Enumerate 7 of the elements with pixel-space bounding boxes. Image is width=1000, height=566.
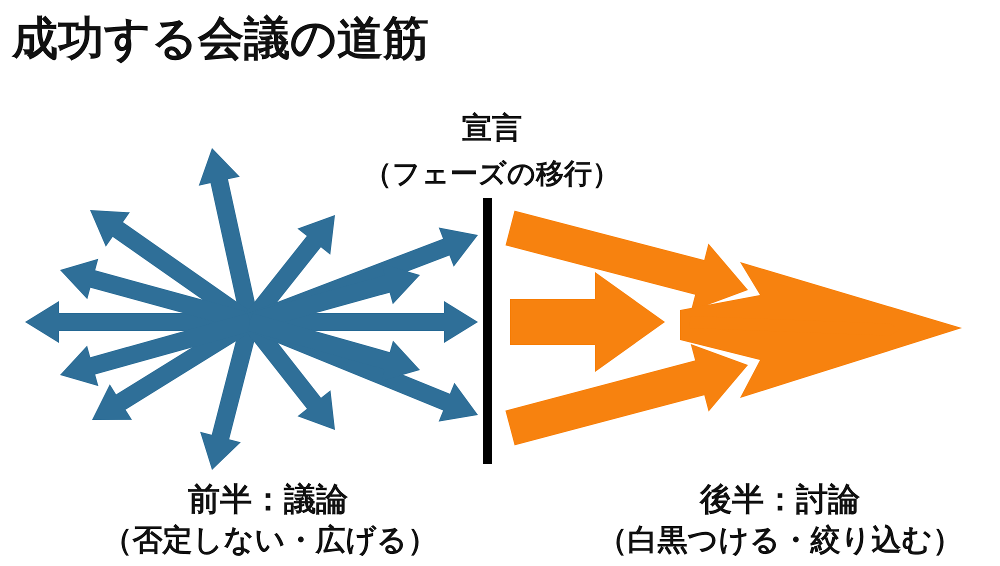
phase-heading: 後半：討論 (698, 479, 861, 520)
phase-note: （否定しない・広げる） (102, 522, 438, 560)
phase-note: （白黒つける・絞り込む） (596, 522, 964, 560)
phase-heading: 前半：議論 (187, 479, 349, 520)
phase-note: （フェーズの移行） (363, 156, 621, 192)
diagram-title: 成功する会議の道筋 (12, 10, 429, 67)
phase-heading: 宣言 (461, 110, 523, 148)
